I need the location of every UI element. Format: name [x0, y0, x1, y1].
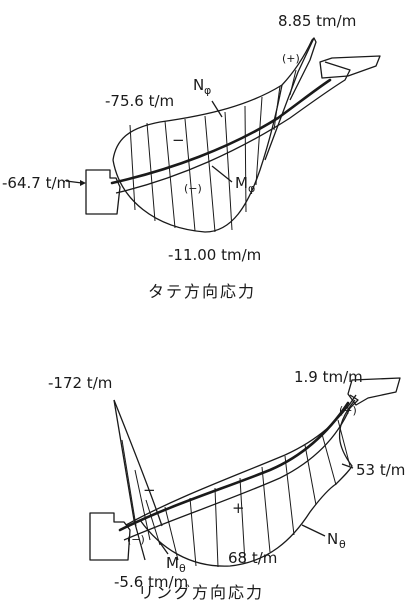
- bottom-right-lobe: [335, 399, 356, 485]
- bottom-left-peak-label: -172 t/m: [48, 374, 112, 392]
- bottom-sign-minus-small: (−): [127, 533, 145, 546]
- top-force-envelope: [112, 37, 315, 161]
- top-moment-lobe: [112, 84, 283, 233]
- m-phi-label: M: [235, 174, 248, 192]
- top-left-support: [85, 169, 121, 215]
- m-phi-pointer: [211, 165, 233, 183]
- top-bottom-moment-label: -11.00 tm/m: [168, 246, 261, 264]
- n-theta-pointer: [301, 524, 326, 537]
- bottom-upper-envelope: [125, 394, 357, 526]
- n-theta-label: N: [327, 530, 338, 548]
- top-n-phi-start-label: -75.6 t/m: [105, 92, 174, 110]
- bottom-lower-lobe: [139, 483, 337, 567]
- bottom-left-support: [89, 512, 131, 561]
- bottom-sign-minus: −: [143, 481, 156, 499]
- top-left-force-label: -64.7 t/m: [2, 174, 71, 192]
- bottom-sign-plus: +: [232, 499, 245, 517]
- bottom-center-force-label: 68 t/m: [228, 549, 277, 567]
- top-shell-outline: [115, 61, 351, 194]
- n-theta-subscript: θ: [339, 538, 346, 551]
- bottom-caption: リング方向応力: [138, 583, 264, 602]
- left-force-pointer: [65, 180, 83, 184]
- top-shell-axis: [110, 78, 332, 185]
- n-phi-label: N: [193, 76, 204, 94]
- bottom-sign-plus-small: (+): [339, 404, 357, 417]
- top-sign-minus-upper: −: [172, 131, 185, 149]
- bottom-right-support: [347, 377, 401, 406]
- left-force-arrowhead: [80, 180, 86, 186]
- bottom-right-moment-label: 1.9 tm/m: [294, 368, 363, 386]
- bottom-shell-axis: [118, 401, 350, 532]
- bottom-right-force-label: 53 t/m: [356, 461, 405, 479]
- top-caption: タテ方向応力: [148, 282, 256, 301]
- bottom-diagram: -172 t/m 1.9 tm/m 53 t/m N θ M θ 68 t/m …: [48, 368, 405, 602]
- bottom-left-spike-edge: [113, 399, 163, 527]
- n-phi-pointer: [211, 100, 223, 118]
- bottom-hatching: [121, 419, 351, 568]
- m-theta-label: M: [166, 554, 179, 572]
- bottom-bottom-moment-label: -5.6 tm/m: [114, 573, 188, 591]
- top-diagram: 8.85 tm/m N φ -75.6 t/m -64.7 t/m M φ -1…: [2, 12, 381, 301]
- n-phi-subscript: φ: [204, 84, 211, 97]
- top-right-support: [319, 55, 381, 79]
- top-sign-plus: (+): [282, 52, 300, 65]
- m-theta-pointer: [157, 539, 169, 555]
- right-force-pointer: [341, 463, 354, 469]
- m-theta-subscript: θ: [179, 562, 186, 575]
- top-peak-positive-label: 8.85 tm/m: [278, 12, 356, 30]
- top-sign-minus-lower: (−): [184, 182, 202, 195]
- m-phi-subscript: φ: [248, 182, 255, 195]
- top-hatching: [129, 69, 297, 233]
